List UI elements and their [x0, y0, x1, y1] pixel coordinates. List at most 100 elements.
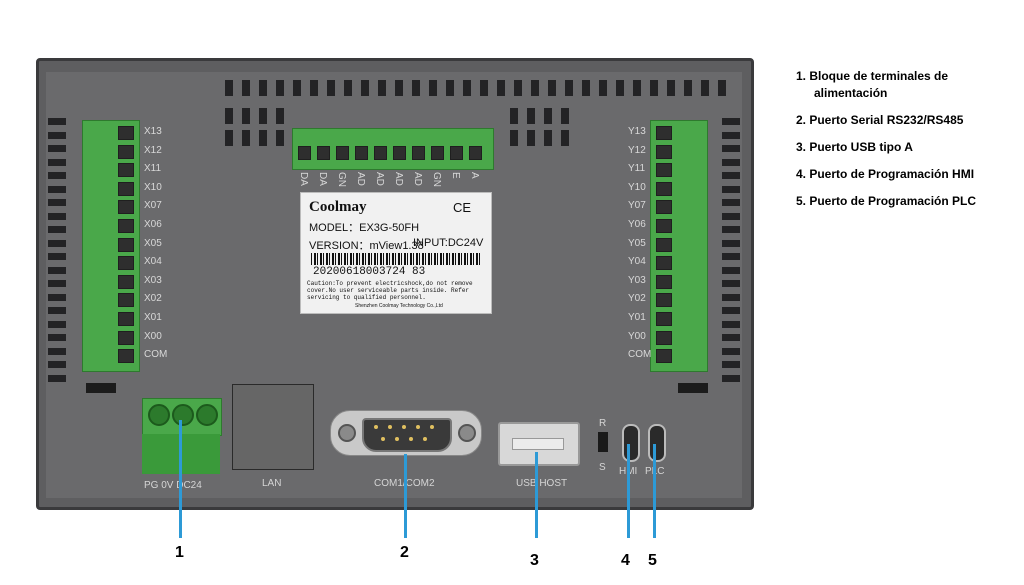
right-vent-slot	[722, 118, 740, 125]
brand-name: Coolmay	[309, 199, 367, 215]
left-terminal-slot	[118, 293, 134, 308]
right-terminal-slot	[656, 293, 672, 308]
legend-item-1: 1. Bloque de terminales de	[796, 69, 949, 83]
top-terminal-slot	[355, 146, 368, 160]
left-terminal-label: X03	[144, 274, 162, 286]
top-vent-slot	[510, 130, 518, 146]
com-port-socket	[362, 418, 452, 452]
power-screw	[148, 404, 170, 426]
lan-port-label: LAN	[262, 478, 282, 489]
left-vent-slot	[48, 212, 66, 220]
top-terminal-slot	[431, 146, 444, 160]
right-vent-slot	[722, 158, 740, 166]
right-terminal-slot	[656, 349, 672, 364]
com-pin	[388, 425, 392, 429]
left-vent-slot	[48, 199, 66, 206]
top-terminal-label: AD	[412, 172, 423, 186]
left-terminal-label: X07	[144, 200, 162, 212]
plc-port	[648, 424, 666, 462]
usb-port-label: USB HOST	[516, 478, 568, 489]
left-terminal-slot	[118, 200, 134, 215]
top-vent-slot	[259, 108, 267, 124]
left-terminal-slot	[118, 349, 134, 364]
top-vent-slot	[497, 80, 505, 96]
right-terminal-slot	[656, 181, 672, 196]
top-vent-slot	[429, 80, 437, 96]
top-vent-slot	[225, 108, 233, 124]
left-terminal-slot	[118, 163, 134, 178]
left-terminal-label: X06	[144, 219, 162, 230]
right-terminal-label: Y13	[628, 126, 646, 137]
top-vent-slot	[276, 80, 284, 96]
top-vent-slot	[684, 80, 692, 96]
device-label-sticker: Coolmay CE MODEL：EX3G-50FH VERSION：mView…	[300, 192, 492, 314]
top-vent-slot	[561, 130, 569, 146]
top-terminal-slot	[336, 146, 349, 160]
top-terminal-slot	[317, 146, 330, 160]
top-vent-slot	[544, 108, 552, 124]
caution-text: Caution:To prevent electricshock,do not …	[307, 280, 473, 301]
left-terminal-label: X11	[144, 163, 162, 175]
top-vent-slot	[412, 80, 420, 96]
left-vent-slot	[48, 347, 66, 355]
top-terminal-slot	[298, 146, 311, 160]
right-vent-slot	[722, 145, 740, 152]
top-vent-slot	[225, 130, 233, 146]
com-port-screw-right	[458, 424, 476, 442]
right-terminal-label: Y01	[628, 312, 646, 323]
right-pad	[678, 383, 708, 393]
right-vent-slot	[722, 253, 740, 260]
left-vent-slot	[48, 280, 66, 287]
left-terminal-slot	[118, 144, 134, 159]
legend-item-1-cont: alimentación	[814, 86, 888, 100]
top-terminal-label: DA	[298, 172, 309, 186]
right-vent-slot	[722, 266, 740, 274]
left-vent-slot	[48, 374, 66, 382]
hmi-port	[622, 424, 640, 462]
left-terminal-slot	[118, 126, 134, 140]
legend-item-2: 2. Puerto Serial RS232/RS485	[796, 113, 964, 127]
top-vent-slot	[378, 80, 386, 96]
top-terminal-label: AD	[393, 172, 404, 186]
top-terminal-label: A	[469, 172, 480, 179]
top-vent-slot	[480, 80, 488, 96]
top-vent-slot	[718, 80, 726, 96]
right-vent-slot	[722, 280, 740, 287]
top-vent-slot	[531, 80, 539, 96]
right-terminal-label: Y06	[628, 219, 646, 230]
callout-number-5: 5	[648, 552, 657, 569]
power-screw	[172, 404, 194, 426]
top-vent-slot	[527, 108, 535, 124]
com-pin	[416, 425, 420, 429]
right-terminal-slot	[656, 163, 672, 178]
switch-label-s: S	[599, 462, 606, 473]
left-terminal-label: X04	[144, 256, 162, 268]
right-terminal-slot	[656, 274, 672, 289]
top-vent-slot	[276, 130, 284, 146]
left-terminal-label: X02	[144, 293, 162, 305]
left-vent-slot	[48, 158, 66, 166]
top-vent-slot	[327, 80, 335, 96]
top-vent-slot	[242, 108, 250, 124]
right-terminal-slot	[656, 312, 672, 326]
top-vent-slot	[510, 108, 518, 124]
right-terminal-label: Y04	[628, 256, 646, 268]
serial-number: 20200618003724 83	[313, 266, 426, 278]
top-vent-slot	[561, 108, 569, 124]
com-pin	[374, 425, 378, 429]
right-terminal-label: Y10	[628, 181, 646, 193]
top-vent-slot	[633, 80, 641, 96]
com-pin	[381, 437, 385, 441]
right-vent-slot	[722, 185, 740, 193]
legend-item-3: 3. Puerto USB tipo A	[796, 140, 913, 154]
left-terminal-slot	[118, 274, 134, 289]
legend-item-4: 4. Puerto de Programación HMI	[796, 167, 975, 181]
top-vent-slot	[544, 130, 552, 146]
top-vent-slot	[599, 80, 607, 96]
left-terminal-slot	[118, 312, 134, 326]
left-vent-slot	[48, 320, 66, 328]
top-vent-slot	[582, 80, 590, 96]
top-terminal-label: DA	[317, 172, 328, 186]
left-vent-slot	[48, 239, 66, 247]
right-terminal-label: Y11	[628, 163, 646, 175]
